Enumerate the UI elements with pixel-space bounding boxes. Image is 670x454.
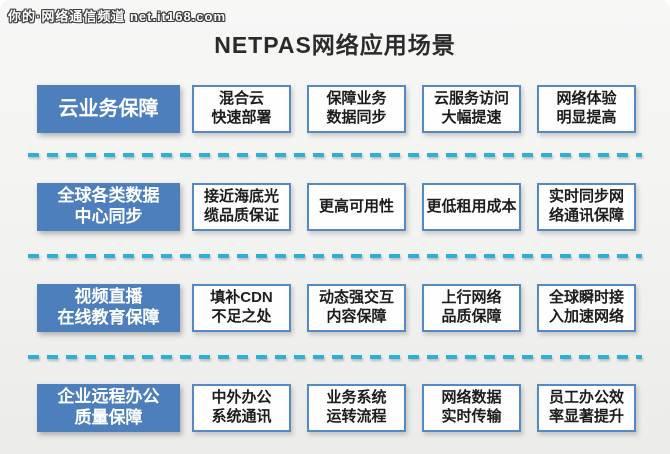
- row-items: 填补CDN 不足之处 动态强交互 内容保障 上行网络 品质保障 全球瞬时接 入加…: [192, 284, 636, 332]
- scenario-box: 实时同步网 络通讯保障: [537, 183, 636, 231]
- scenario-box: 保障业务 数据同步: [307, 85, 406, 133]
- site-watermark: 你的·网络通信频道 net.it168.com: [8, 9, 227, 24]
- row-label-datacenter: 全球各类数据 中心同步: [37, 183, 180, 231]
- row-items: 混合云 快速部署 保障业务 数据同步 云服务访问 大幅提速 网络体验 明显提高: [192, 85, 636, 133]
- row-label-remote-office: 企业远程办公 质量保障: [37, 384, 180, 432]
- scenario-box: 业务系统 运转流程: [307, 384, 406, 432]
- scenario-box: 更低租用成本: [422, 183, 521, 231]
- scenario-box: 网络体验 明显提高: [537, 85, 636, 133]
- dashed-divider: [28, 355, 642, 359]
- scenario-box: 接近海底光 缆品质保证: [192, 183, 291, 231]
- scenario-row-video: 视频直播 在线教育保障 填补CDN 不足之处 动态强交互 内容保障 上行网络 品…: [37, 280, 637, 336]
- scenario-box: 中外办公 系统通讯: [192, 384, 291, 432]
- row-items: 接近海底光 缆品质保证 更高可用性 更低租用成本 实时同步网 络通讯保障: [192, 183, 636, 231]
- scenario-row-remote-office: 企业远程办公 质量保障 中外办公 系统通讯 业务系统 运转流程 网络数据 实时传…: [37, 380, 637, 436]
- row-items: 中外办公 系统通讯 业务系统 运转流程 网络数据 实时传输 员工办公效 率显著提…: [192, 384, 636, 432]
- scenario-box: 混合云 快速部署: [192, 85, 291, 133]
- page-title: NETPAS网络应用场景: [214, 32, 456, 58]
- row-label-cloud: 云业务保障: [37, 85, 180, 133]
- scenario-box: 动态强交互 内容保障: [307, 284, 406, 332]
- scenario-box: 员工办公效 率显著提升: [537, 384, 636, 432]
- scenario-box: 云服务访问 大幅提速: [422, 85, 521, 133]
- dashed-divider: [28, 153, 642, 157]
- scenario-row-datacenter: 全球各类数据 中心同步 接近海底光 缆品质保证 更高可用性 更低租用成本 实时同…: [37, 179, 637, 235]
- scenario-box: 网络数据 实时传输: [422, 384, 521, 432]
- scenario-row-cloud: 云业务保障 混合云 快速部署 保障业务 数据同步 云服务访问 大幅提速 网络体验…: [37, 81, 637, 137]
- scenario-box: 填补CDN 不足之处: [192, 284, 291, 332]
- row-label-video: 视频直播 在线教育保障: [37, 284, 180, 332]
- scenario-box: 更高可用性: [307, 183, 406, 231]
- scenario-box: 上行网络 品质保障: [422, 284, 521, 332]
- scenario-box: 全球瞬时接 入加速网络: [537, 284, 636, 332]
- dashed-divider: [28, 254, 642, 258]
